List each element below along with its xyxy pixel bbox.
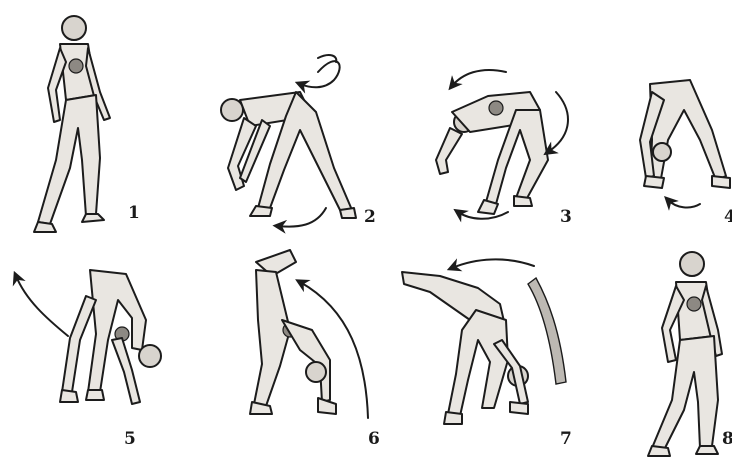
figure-2-twist — [221, 55, 356, 227]
step-label-7: 7 — [560, 429, 572, 449]
figure-4-hands-down — [640, 80, 730, 207]
step-label-5: 5 — [124, 429, 136, 449]
step-label-2: 2 — [364, 207, 376, 227]
figure-3-arch — [436, 70, 568, 219]
figure-1-standing — [34, 16, 110, 232]
figure-7-leg-swing — [402, 259, 566, 424]
figure-8-standing — [648, 252, 722, 456]
figure-5-bent-over — [16, 270, 161, 404]
step-label-6: 6 — [368, 429, 380, 449]
step-label-3: 3 — [560, 207, 572, 227]
step-label-4: 4 — [724, 207, 732, 227]
step-label-1: 1 — [128, 203, 140, 223]
step-label-8: 8 — [722, 429, 732, 449]
figure-6-inverted — [250, 250, 368, 418]
